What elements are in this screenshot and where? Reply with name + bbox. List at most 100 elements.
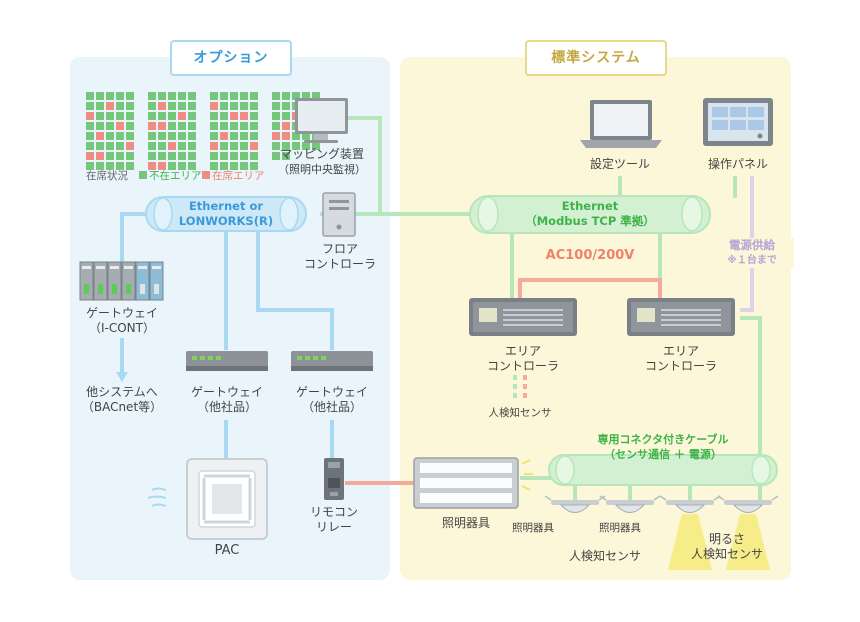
occupancy-cell (126, 112, 134, 120)
sensor-icon (659, 495, 721, 513)
occupancy-cell (148, 112, 156, 120)
occupancy-cell (230, 92, 238, 100)
mapping-device-label: マッピング装置 （照明中央監視） (262, 147, 382, 177)
occupancy-cell (158, 112, 166, 120)
occupancy-cell (240, 152, 248, 160)
occupancy-cell (210, 132, 218, 140)
occupancy-cell (148, 142, 156, 150)
ceiling-sensors (544, 495, 779, 570)
standard-bus-tube (469, 195, 711, 234)
occupancy-cell (178, 92, 186, 100)
occupancy-cell (86, 152, 94, 160)
brightness-sensor-label: 明るさ 人検知センサ (672, 532, 782, 562)
mapping-device-line1: マッピング装置 (279, 147, 364, 161)
occupancy-cell (240, 142, 248, 150)
occupancy-cell (178, 162, 186, 170)
power-supply-line2: ※１台まで (727, 255, 777, 266)
occupancy-cell (116, 112, 124, 120)
occupancy-cell (292, 142, 300, 150)
occupancy-cell (96, 122, 104, 130)
remote-relay-line1: リモコン (309, 505, 358, 519)
icont-led (140, 284, 145, 294)
gateway-icont-line2: （I-CONT） (88, 321, 155, 335)
icont-led (112, 284, 117, 294)
occupancy-cell (96, 142, 104, 150)
standard-section-bg (400, 57, 791, 580)
light-rays-icon (521, 459, 533, 491)
icont-module (121, 261, 136, 301)
occupancy-cell (188, 122, 196, 130)
cable-line2: （センサ通信 ＋ 電源） (604, 448, 722, 461)
motion-sensor-ac-label: 人検知センサ (488, 407, 552, 419)
occupancy-cell (86, 132, 94, 140)
lavender-power-line (740, 176, 754, 312)
occupancy-cell (230, 112, 238, 120)
icont-led (126, 284, 131, 294)
occupancy-cell (220, 112, 228, 120)
occupancy-cell (220, 142, 228, 150)
option-section-bg (70, 57, 390, 580)
occupancy-cell (188, 132, 196, 140)
occupancy-cell (178, 102, 186, 110)
occupancy-cell (230, 102, 238, 110)
brightness-sensor-line1: 明るさ (708, 532, 745, 546)
occupancy-cell (250, 112, 258, 120)
occupancy-cell (126, 92, 134, 100)
occupancy-cell (188, 142, 196, 150)
icont-module (135, 261, 150, 301)
occupancy-cell (178, 152, 186, 160)
option-section-title: オプション (170, 40, 292, 76)
occupancy-cell (86, 122, 94, 130)
occupancy-cell (240, 112, 248, 120)
occupancy-cell (178, 122, 186, 130)
option-bus-label: Ethernet or LONWORKS(R) (160, 199, 292, 229)
occupancy-cell (250, 102, 258, 110)
occupancy-cell (188, 92, 196, 100)
occupancy-cell (240, 102, 248, 110)
occupancy-cell (272, 142, 280, 150)
occupancy-cell (168, 102, 176, 110)
blue-connection-lines (120, 212, 334, 460)
occupancy-cell (158, 142, 166, 150)
occupancy-cell (188, 112, 196, 120)
occupancy-cell (126, 142, 134, 150)
occupancy-cell (230, 142, 238, 150)
icont-led (154, 284, 159, 294)
occupancy-cell (220, 132, 228, 140)
occupancy-cell (282, 152, 290, 160)
occupancy-cell (188, 162, 196, 170)
occupancy-cell (86, 162, 94, 170)
area-controller-1-label: エリア コントローラ (473, 344, 573, 374)
airflow-icon (147, 487, 167, 507)
area-controller-1-icon (469, 298, 577, 336)
lighting-fixture-b-label: 照明器具 (599, 522, 641, 534)
occupancy-cell (126, 102, 134, 110)
occupancy-cell (168, 152, 176, 160)
occupancy-cell (210, 92, 218, 100)
occupancy-cell (96, 152, 104, 160)
occupancy-cell (148, 102, 156, 110)
setting-tool-label: 設定ツール (589, 157, 650, 171)
floor-controller-label: フロア コントローラ (290, 242, 390, 272)
occupancy-cell (272, 132, 280, 140)
control-panel-label: 操作パネル (707, 157, 768, 171)
brightness-cone (726, 514, 770, 570)
power-supply-line1: 電源供給 (729, 238, 775, 252)
occupancy-cell (116, 132, 124, 140)
gateway-other-2-line1: ゲートウェイ (295, 385, 368, 399)
occupancy-cell (230, 162, 238, 170)
gateway-other-1-line2: （他社品） (196, 400, 257, 414)
pac-label: PAC (214, 543, 240, 558)
occupancy-cell (230, 122, 238, 130)
arrow-head (116, 372, 128, 382)
occupancy-cell (250, 142, 258, 150)
occupancy-cell (210, 142, 218, 150)
occupancy-cell (178, 112, 186, 120)
occupancy-cell (240, 132, 248, 140)
occupancy-cell (220, 92, 228, 100)
occupancy-cell (220, 162, 228, 170)
occupancy-cell (220, 102, 228, 110)
occupancy-cell (106, 102, 114, 110)
occupancy-cell (292, 92, 300, 100)
